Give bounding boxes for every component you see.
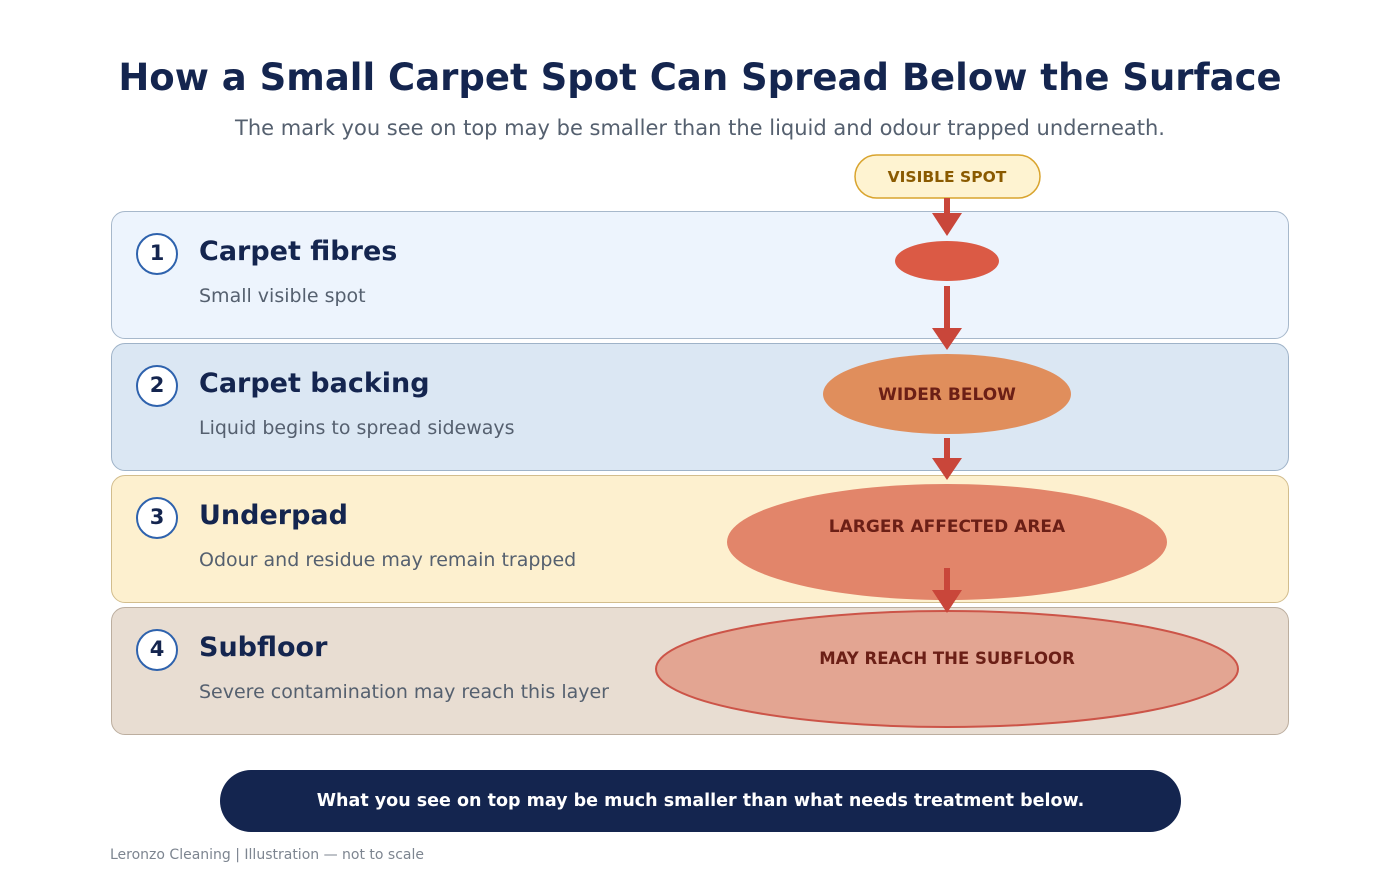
layer-title: Underpad [199,500,348,531]
step-number-badge: 2 [136,365,178,407]
visible-spot-label: VISIBLE SPOT [888,168,1007,186]
layer-description: Severe contamination may reach this laye… [199,681,609,703]
page-title: How a Small Carpet Spot Can Spread Below… [118,56,1282,99]
credit-line: Leronzo Cleaning | Illustration — not to… [110,847,424,863]
layer-description: Liquid begins to spread sideways [199,417,515,439]
layer-title: Subfloor [199,632,328,663]
layer-carpet-backing: 2 Carpet backing Liquid begins to spread… [111,343,1289,471]
layer-carpet-fibres: 1 Carpet fibres Small visible spot [111,211,1289,339]
step-number-badge: 3 [136,497,178,539]
layer-subfloor: 4 Subfloor Severe contamination may reac… [111,607,1289,735]
summary-banner: What you see on top may be much smaller … [220,770,1181,832]
page-subtitle: The mark you see on top may be smaller t… [235,116,1165,140]
step-number-badge: 1 [136,233,178,275]
layer-underpad: 3 Underpad Odour and residue may remain … [111,475,1289,603]
layer-description: Small visible spot [199,285,366,307]
visible-spot-pill [854,154,1041,199]
step-number-badge: 4 [136,629,178,671]
layer-description: Odour and residue may remain trapped [199,549,577,571]
layer-title: Carpet fibres [199,236,398,267]
layer-title: Carpet backing [199,368,430,399]
